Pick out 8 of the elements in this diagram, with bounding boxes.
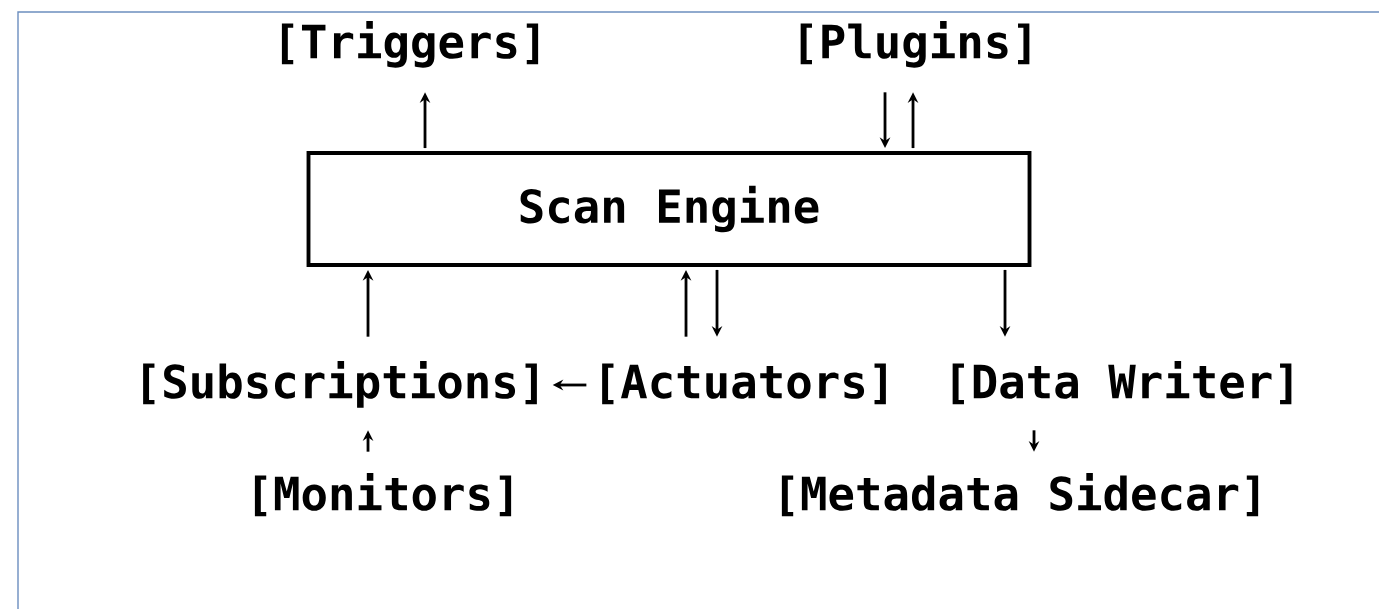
component-label: [Data Writer] [952,361,1292,405]
component-label: [Actuators] [602,363,886,405]
process-box: Scan Engine [306,151,1032,267]
component-label: [Plugins] [800,21,1030,68]
component-label: [Subscriptions] [143,361,537,408]
component-label: [Metadata Sidecar] [781,473,1259,517]
component-label: [Triggers] [281,21,539,68]
component-label: [Monitors] [254,473,512,517]
